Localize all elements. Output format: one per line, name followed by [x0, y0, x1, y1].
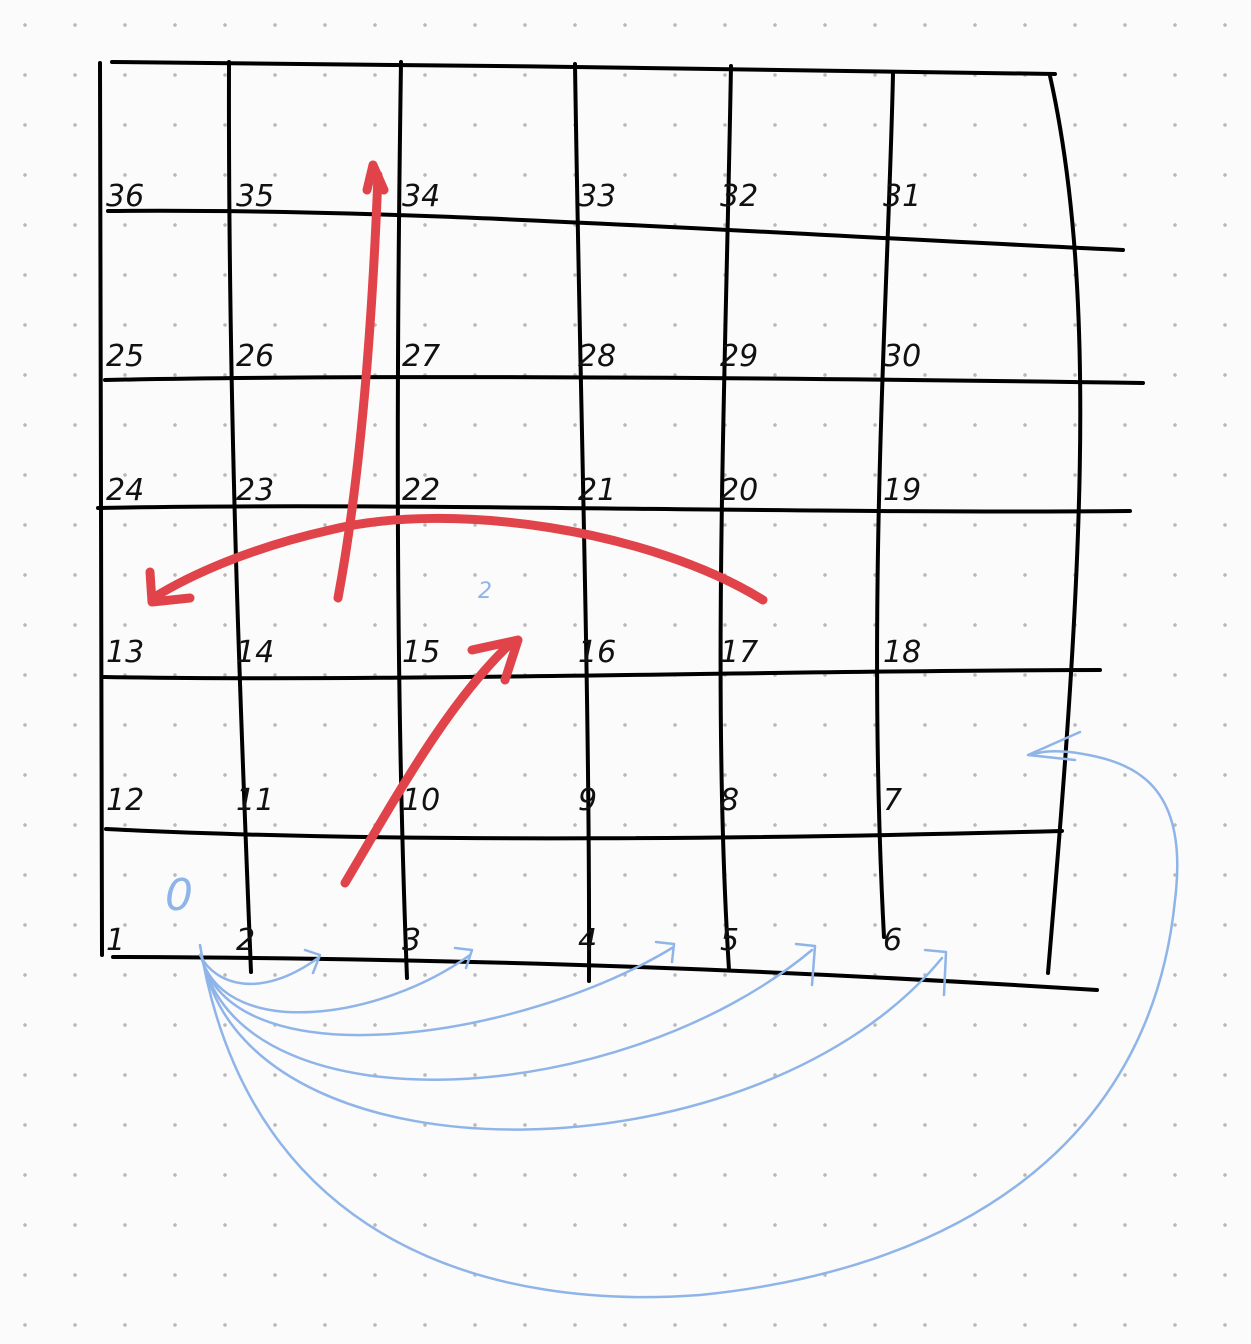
cell-label: 25 — [106, 339, 144, 374]
blue-arc — [203, 956, 944, 1131]
red-arrowhead-vertical — [362, 160, 389, 195]
red-arrow-curve — [148, 513, 768, 605]
blue-arc-head — [453, 946, 474, 970]
cell-label: 15 — [402, 635, 440, 670]
red-arrow-diagonal — [340, 637, 517, 888]
cell-label: 20 — [720, 473, 758, 508]
cell-label: 16 — [578, 635, 616, 670]
cell-label: 12 — [106, 783, 144, 818]
cell-label: 32 — [720, 179, 758, 214]
cell-label: 33 — [578, 179, 616, 214]
grid-h-line — [110, 60, 1057, 76]
blue-arc-long-head — [1026, 730, 1082, 762]
cell-label: 17 — [720, 635, 758, 670]
cell-label: 27 — [402, 339, 440, 374]
blue-arc-long — [198, 749, 1179, 1299]
grid-v-line — [718, 64, 733, 972]
cell-label: 1 — [106, 923, 125, 958]
cell-label: 21 — [578, 473, 616, 508]
cell-label: 4 — [578, 923, 597, 958]
cell-label: 11 — [236, 783, 274, 818]
cell-label: 14 — [236, 635, 274, 670]
cell-label: 7 — [883, 783, 902, 818]
blue-arc-head — [794, 942, 817, 987]
blue-arc-head — [303, 948, 322, 975]
cell-label: 29 — [720, 339, 758, 374]
cell-label: 9 — [578, 783, 597, 818]
cell-label: 28 — [578, 339, 616, 374]
blue-arc-head — [923, 948, 948, 997]
cell-label: 19 — [883, 473, 921, 508]
blue-arc — [202, 948, 814, 1081]
cell-label: 30 — [883, 339, 921, 374]
grid-v-line — [573, 62, 592, 983]
blue-arc — [200, 953, 472, 1014]
blue-mid-label: 2 — [478, 579, 492, 604]
cell-label: 8 — [720, 783, 739, 818]
grid-v-line — [395, 60, 409, 980]
cell-label: 24 — [106, 473, 144, 508]
cell-label: 10 — [402, 783, 440, 818]
grid-v-line — [97, 61, 105, 957]
blue-arc — [198, 953, 320, 986]
cell-label: 18 — [883, 635, 921, 670]
grid-h-line — [106, 208, 1125, 252]
grid-v-line — [1046, 74, 1083, 975]
blue-arcs — [198, 730, 1179, 1299]
red-arrowhead-diagonal — [467, 635, 523, 685]
blue-arc — [201, 946, 674, 1037]
cell-label: 31 — [883, 179, 921, 214]
grid-h-line — [104, 827, 1064, 841]
cell-label: 22 — [402, 473, 440, 508]
cell-label: 36 — [106, 179, 144, 214]
cell-label: 6 — [883, 923, 902, 958]
grid-h-line — [102, 668, 1102, 681]
cell-label: 5 — [720, 923, 739, 958]
blue-start-label: 0 — [165, 870, 193, 921]
grid-v-line — [875, 72, 895, 939]
grid-v-line — [226, 60, 253, 974]
red-arrow-vertical — [333, 170, 383, 603]
cell-label: 26 — [236, 339, 274, 374]
cell-label: 23 — [236, 473, 274, 508]
cell-label: 13 — [106, 635, 144, 670]
blue-arc-head — [654, 940, 676, 964]
cell-label: 35 — [236, 179, 274, 214]
red-arrows — [145, 160, 768, 888]
cell-label: 2 — [236, 923, 255, 958]
grid-h-line — [103, 374, 1145, 385]
cell-label: 3 — [402, 923, 421, 958]
grid-h-line — [111, 955, 1099, 992]
grid — [96, 60, 1145, 992]
red-arrowhead-curve — [145, 567, 195, 607]
cell-label: 34 — [402, 179, 440, 214]
